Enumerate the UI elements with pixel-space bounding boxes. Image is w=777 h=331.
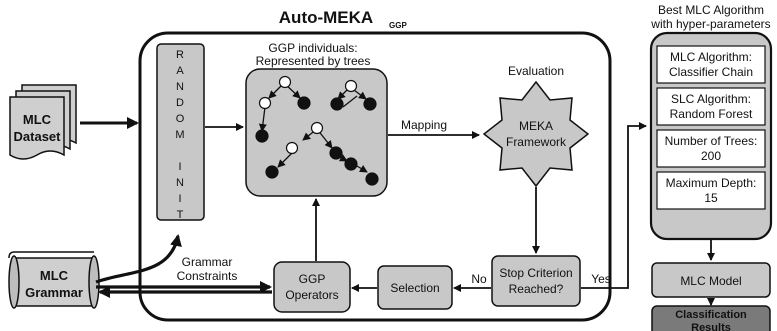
no-label: No	[471, 272, 487, 286]
best-item-number-of-trees	[656, 129, 766, 168]
random-init-letters: R A N D O M I N I T	[175, 49, 184, 221]
random-init-letter: M	[175, 129, 184, 141]
diagram-title-subscript: GGP	[389, 21, 407, 30]
random-init-box	[156, 43, 205, 221]
random-init-letter: I	[178, 193, 181, 205]
best-header-1: Best MLC Algorithm	[658, 3, 764, 17]
mlc-grammar-label-1: MLC	[40, 268, 69, 283]
grammar-to-init-arrow	[95, 234, 182, 284]
best-item-text: 15	[704, 191, 718, 205]
random-init-letter: D	[176, 97, 184, 109]
stop-criterion-box	[491, 255, 581, 307]
best-item-mlc-algorithm	[656, 45, 766, 84]
best-item-maximum-depth	[656, 171, 766, 210]
random-init-letter: I	[178, 161, 181, 173]
random-init-letter: R	[176, 49, 184, 61]
random-init-letter: N	[176, 177, 184, 189]
random-init-letter: A	[176, 65, 184, 77]
classification-results-label-1: Classification	[675, 309, 747, 321]
tree-node-white	[310, 121, 324, 135]
best-item-text: Maximum Depth:	[666, 176, 757, 190]
tree-node-black	[297, 96, 311, 110]
mlc-grammar-scroll-icon: MLC Grammar	[8, 251, 100, 309]
best-algorithm-items: MLC Algorithm: Classifier Chain SLC Algo…	[656, 45, 766, 210]
ggp-operators-box	[273, 261, 351, 313]
tree-nodes	[255, 75, 379, 186]
classification-results-label-2: Results	[691, 322, 731, 331]
stop-criterion-label-2: Reached?	[509, 282, 564, 296]
mlc-dataset-label-2: Dataset	[14, 129, 62, 144]
random-init-letter: T	[177, 209, 184, 221]
best-item-text: Classifier Chain	[669, 65, 753, 79]
meka-label-1: MEKA	[519, 119, 553, 133]
mlc-dataset-icon: MLC Dataset	[9, 84, 77, 160]
tree-node-white	[344, 79, 358, 93]
best-item-text: MLC Algorithm:	[670, 50, 752, 64]
diagram-title: Auto-MEKA	[279, 8, 373, 27]
random-init-letter: O	[176, 113, 185, 125]
individuals-label-1: GGP individuals:	[268, 41, 357, 55]
individuals-label-2: Represented by trees	[256, 54, 371, 68]
best-item-text: Random Forest	[670, 107, 753, 121]
best-item-text: 200	[701, 149, 721, 163]
auto-meka-container	[138, 31, 612, 322]
tree-node-black	[344, 157, 358, 171]
mapping-label: Mapping	[401, 118, 447, 132]
mlc-dataset-label-1: MLC	[23, 112, 52, 127]
random-init-letter: N	[176, 81, 184, 93]
grammar-constraints-label-1: Grammar	[182, 255, 233, 269]
best-item-text: Number of Trees:	[665, 134, 758, 148]
tree-node-black	[363, 97, 377, 111]
mlc-model-box	[651, 262, 771, 298]
tree-node-black	[265, 165, 279, 179]
tree-node-black	[365, 172, 379, 186]
tree-node-black	[329, 146, 343, 160]
best-item-text: SLC Algorithm:	[671, 92, 751, 106]
yes-arrow	[581, 122, 647, 289]
classification-results-box	[651, 305, 771, 331]
tree-node-black	[330, 97, 344, 111]
best-header-2: with hyper-parameters	[650, 17, 770, 31]
stop-criterion-label-1: Stop Criterion	[499, 266, 572, 280]
ggp-operators-label-1: GGP	[299, 272, 326, 286]
selection-label: Selection	[390, 281, 439, 295]
selection-box	[377, 265, 453, 310]
tree-node-white	[285, 141, 299, 155]
mlc-grammar-label-2: Grammar	[25, 285, 83, 300]
yes-label: Yes	[591, 272, 611, 286]
evaluation-label: Evaluation	[508, 64, 564, 78]
best-item-slc-algorithm	[656, 87, 766, 126]
tree-node-white	[278, 75, 292, 89]
meka-framework-shape	[482, 80, 590, 188]
mlc-model-label: MLC Model	[680, 274, 741, 288]
grammar-constraints-label-2: Constraints	[177, 269, 238, 283]
tree-node-white	[258, 96, 272, 110]
tree-node-black	[255, 129, 269, 143]
ggp-operators-label-2: Operators	[285, 288, 338, 302]
meka-label-2: Framework	[506, 135, 567, 149]
